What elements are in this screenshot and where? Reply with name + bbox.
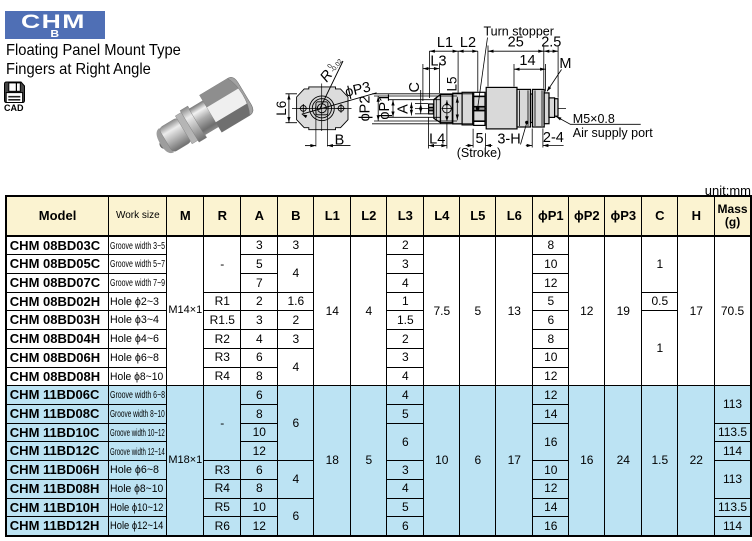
svg-text:M5×0.8: M5×0.8 (573, 112, 615, 126)
svg-text:14: 14 (519, 53, 535, 69)
svg-text:C: C (407, 82, 423, 92)
svg-text:L5: L5 (445, 76, 460, 91)
svg-text:L1: L1 (437, 35, 453, 51)
svg-text:(Stroke): (Stroke) (457, 146, 501, 160)
svg-text:L4: L4 (429, 132, 445, 148)
svg-text:2-4: 2-4 (543, 130, 564, 146)
svg-text:M: M (559, 56, 571, 72)
svg-text:-0.02: -0.02 (330, 58, 345, 74)
svg-text:A: A (395, 104, 411, 114)
svg-text:0: 0 (326, 63, 334, 70)
svg-text:ϕP3: ϕP3 (344, 79, 373, 100)
svg-text:Air supply port: Air supply port (573, 126, 653, 140)
svg-text:ϕP1: ϕP1 (377, 94, 393, 120)
svg-text:ϕP2: ϕP2 (358, 96, 374, 122)
svg-text:L2: L2 (460, 35, 476, 51)
svg-text:2.5: 2.5 (541, 34, 561, 50)
svg-text:5: 5 (476, 131, 484, 147)
svg-text:3-H: 3-H (497, 132, 520, 148)
svg-text:L3: L3 (430, 54, 446, 70)
svg-text:25: 25 (508, 34, 524, 50)
svg-text:L6: L6 (274, 101, 289, 116)
svg-text:Turn stopper: Turn stopper (484, 24, 554, 38)
svg-text:B: B (335, 133, 345, 149)
